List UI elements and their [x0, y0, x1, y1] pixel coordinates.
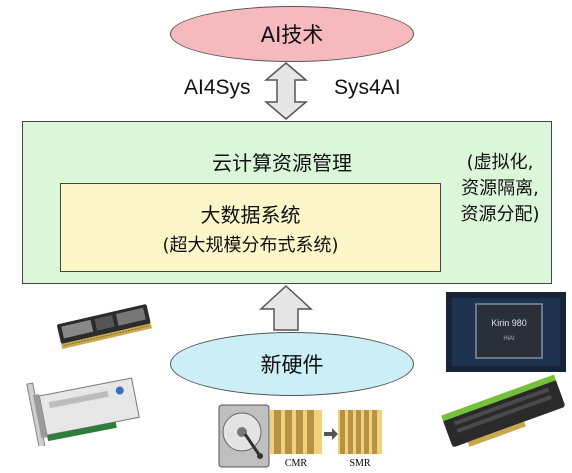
cmr-smr-track-diagram: CMR SMR: [270, 410, 382, 469]
big-data-system-subtitle: (超大规模分布式系统): [162, 235, 339, 256]
big-data-system-box: [60, 183, 441, 272]
ai4sys-label: AI4Sys: [184, 76, 251, 99]
cloud-resource-management-title: 云计算资源管理: [212, 151, 352, 175]
cmr-tracks: [270, 410, 322, 454]
gpu-card-image: [441, 374, 565, 447]
kirin-chip-image: Kirin 980 HiAI: [446, 292, 566, 372]
big-data-system-title: 大数据系统: [200, 203, 301, 227]
chip-sub-label: HiAI: [503, 336, 515, 342]
cmr-label: CMR: [285, 458, 308, 469]
chip-label: Kirin 980: [491, 318, 527, 328]
double-arrow-icon: [263, 62, 309, 120]
pcie-ssd-card-image: [26, 377, 140, 446]
new-hardware-label: 新硬件: [260, 353, 324, 377]
smr-label: SMR: [349, 458, 370, 469]
ai-technology-label: AI技术: [260, 23, 324, 47]
memory-module-image: [57, 304, 152, 349]
cloud-note-line: 资源隔离,: [461, 178, 539, 199]
ai-technology-ellipse: AI技术: [170, 6, 414, 62]
hard-disk-image: [218, 404, 270, 468]
cloud-note-line: (虚拟化,: [466, 152, 534, 173]
up-arrow-icon: [259, 284, 313, 331]
cloud-note: (虚拟化, 资源隔离, 资源分配): [448, 150, 552, 228]
new-hardware-ellipse: 新硬件: [170, 332, 414, 396]
sys4ai-label: Sys4AI: [334, 76, 401, 99]
cloud-note-line: 资源分配): [460, 204, 540, 225]
smr-tracks: [338, 410, 382, 454]
